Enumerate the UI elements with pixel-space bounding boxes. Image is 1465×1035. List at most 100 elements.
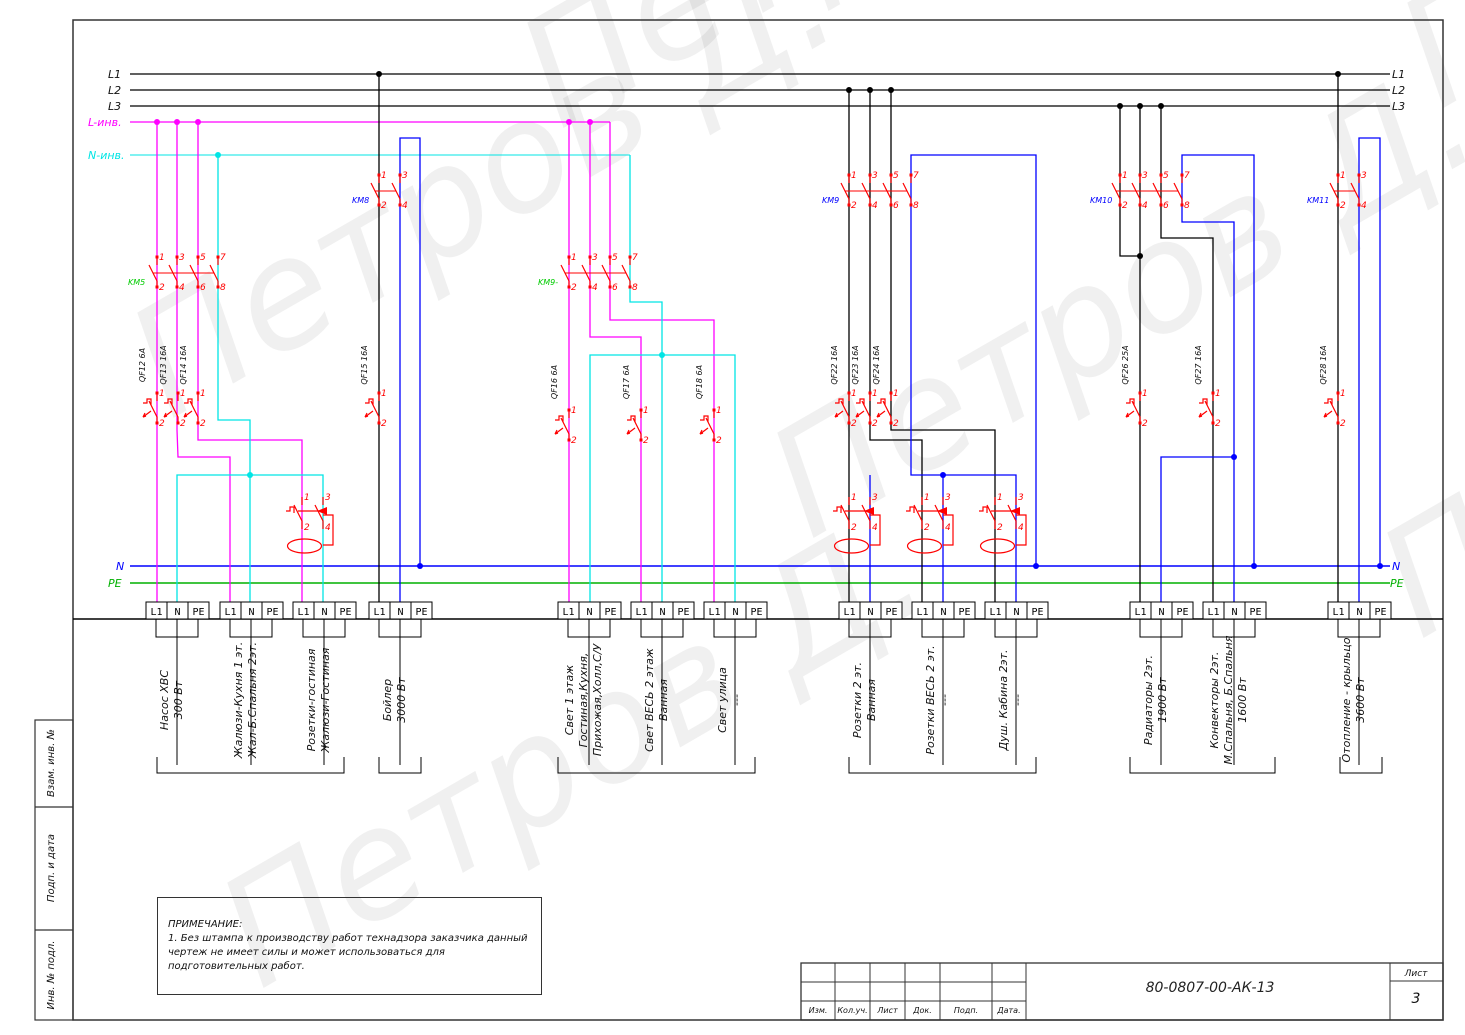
breaker-symbol (364, 393, 380, 423)
pin-number: 3 (872, 493, 878, 503)
pin-number: 8 (913, 201, 919, 211)
bus-label-left: L3 (108, 100, 121, 113)
bus-label-pe-right: PE (1390, 577, 1404, 590)
pin-number: 1 (381, 171, 387, 181)
cable-lead (640, 619, 684, 765)
pin-number: 4 (1361, 201, 1367, 211)
breaker-label: QF15 16A (360, 345, 369, 384)
pin (377, 421, 381, 425)
pin-number: 1 (381, 389, 387, 399)
pin (567, 438, 571, 442)
contactor-label: KM9- (538, 278, 558, 287)
pin-number: 1 (851, 389, 857, 399)
junction-dot (587, 119, 593, 125)
rcd-trip (864, 507, 874, 515)
pin-number: 6 (1163, 201, 1169, 211)
circuit-breaker: 12 (1323, 389, 1346, 429)
pin-number: 5 (612, 253, 618, 263)
pin-number: 2 (1340, 201, 1346, 211)
terminal-label: PE (958, 607, 970, 618)
terminal-label: L1 (562, 607, 574, 618)
pin-number: 2 (381, 419, 387, 429)
pin-number: 2 (571, 436, 577, 446)
terminal-label: PE (885, 607, 897, 618)
breaker-label: QF14 16A (179, 345, 188, 384)
wire (1181, 205, 1235, 602)
pin-number: 6 (612, 283, 618, 293)
terminal-label: PE (266, 607, 278, 618)
pin-number: 8 (632, 283, 638, 293)
watermark-text: Петров Д. (101, 0, 864, 451)
cable-lead (848, 619, 892, 765)
current-transformer (906, 538, 943, 554)
pin-number: 7 (632, 253, 638, 263)
pin-number: 1 (1142, 389, 1148, 399)
pin-number: 3 (179, 253, 185, 263)
terminal-label: N (248, 607, 254, 618)
terminal-label: N (867, 607, 873, 618)
pin (175, 285, 179, 289)
title-column-label: Дата. (996, 1006, 1020, 1015)
circuit-description: Бойлер (381, 679, 394, 721)
pin (176, 421, 180, 425)
pin (628, 285, 632, 289)
wire (1119, 106, 1140, 257)
circuit-description: Душ. Кабина 2эт. (997, 649, 1010, 751)
breaker-symbol (1125, 393, 1141, 423)
breaker-label: QF13 16A (159, 345, 168, 384)
terminal-label: N (174, 607, 180, 618)
pin-number: 4 (1142, 201, 1148, 211)
circuit-breaker: 12 (364, 389, 387, 429)
pin-number: 2 (304, 523, 310, 533)
junction-dot (154, 119, 160, 125)
title-block (800, 962, 1444, 1021)
terminal-label: L1 (297, 607, 309, 618)
circuit-description: М.Спальня, Б.Спальня (1222, 635, 1235, 764)
pin (155, 285, 159, 289)
bus-label-n: N (116, 560, 124, 573)
terminal-label: L1 (150, 607, 162, 618)
circuit-description: --- (1011, 694, 1024, 706)
pin (588, 285, 592, 289)
breaker-label: QF24 16A (872, 345, 881, 384)
terminal-label: L1 (708, 607, 720, 618)
junction-dot (566, 119, 572, 125)
pin-number: 2 (571, 283, 577, 293)
cable-lead (567, 619, 611, 765)
breaker-label: QF26 25A (1121, 345, 1130, 384)
sheet-number: 3 (1412, 991, 1421, 1007)
terminal-label: PE (677, 607, 689, 618)
circuit-description: Отопление - крыльцо (1340, 637, 1353, 762)
circuit-breaker: 12 (1125, 389, 1148, 429)
junction-dot (1137, 253, 1143, 259)
junction-dot (417, 563, 423, 569)
circuit-breaker: 12 (183, 389, 206, 429)
title-column-label: Подп. (954, 1006, 978, 1015)
pin-number: 1 (159, 253, 165, 263)
junction-dot (1335, 71, 1341, 77)
pin-number: 6 (893, 201, 899, 211)
pin-number: 1 (180, 389, 186, 399)
pin-number: 4 (402, 201, 408, 211)
wire (1160, 456, 1234, 602)
breaker-symbol (699, 410, 715, 440)
wire (629, 155, 663, 602)
terminal-label: N (940, 607, 946, 618)
pin-number: 4 (872, 523, 878, 533)
breaker-label: QF16 6A (550, 365, 559, 399)
cable-group-bracket (1129, 757, 1276, 774)
circuit-description: Розетки 2 эт. (851, 662, 864, 738)
junction-dot (1033, 563, 1039, 569)
pin-number: 2 (893, 419, 899, 429)
pin-number: 3 (1361, 171, 1367, 181)
pin-number: 3 (1018, 493, 1024, 503)
terminal-label: N (1013, 607, 1019, 618)
pin-number: 4 (945, 523, 951, 533)
pin (216, 285, 220, 289)
